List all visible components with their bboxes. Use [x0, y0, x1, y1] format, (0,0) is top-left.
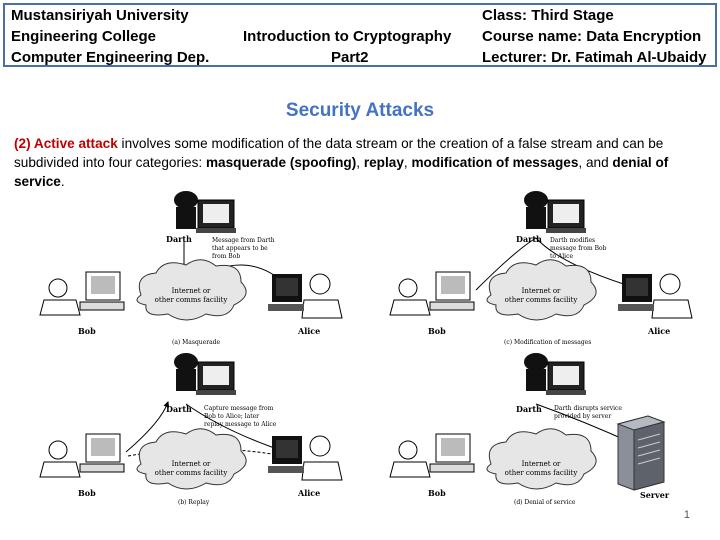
page-number: 1	[683, 509, 690, 521]
network-cloud	[136, 428, 247, 490]
university-name: Mustansiriyah University	[11, 7, 189, 24]
attacker-note: Message from Darth that appears to be fr…	[212, 237, 275, 260]
cloud-label: other comms facility	[505, 296, 578, 304]
para-end: .	[60, 174, 65, 189]
para-sep: ,	[403, 155, 412, 170]
svg-text:Bob to Alice; later: Bob to Alice; later	[204, 413, 259, 420]
para-text: involves some modification of the data s…	[14, 136, 664, 170]
diagram-replay: Darth Capture message from Bob to Alice;…	[36, 352, 346, 514]
cloud-label: Internet or	[172, 287, 211, 295]
server-figure	[616, 415, 666, 491]
server-label: Server	[640, 490, 670, 500]
network-cloud	[136, 259, 247, 321]
cloud-label: Internet or	[522, 460, 561, 468]
bob-figure	[39, 433, 125, 478]
active-attack-paragraph: (2) Active attack involves some modifica…	[14, 134, 708, 191]
diagram-modification: Darth Darth modifies message from Bob to…	[386, 190, 696, 352]
svg-text:replay message to Alice: replay message to Alice	[204, 421, 277, 428]
svg-text:message from Bob: message from Bob	[550, 245, 607, 252]
active-attack-term: (2) Active attack	[14, 136, 118, 151]
course-title: Introduction to Cryptography	[243, 28, 452, 45]
attacker-label: Darth	[166, 404, 192, 414]
attack-arrow	[535, 237, 637, 290]
para-sep: ,	[356, 155, 364, 170]
attacker-figure	[174, 353, 236, 395]
svg-text:Message from Darth: Message from Darth	[212, 237, 275, 244]
attacker-label: Darth	[516, 404, 542, 414]
bob-label: Bob	[78, 326, 96, 336]
attacker-figure	[524, 353, 586, 395]
svg-text:Capture message from: Capture message from	[204, 405, 274, 412]
bob-figure	[389, 433, 475, 478]
term-masquerade: masquerade (spoofing)	[205, 155, 357, 170]
svg-text:that appears to be: that appears to be	[212, 245, 268, 252]
svg-text:Darth disrupts service: Darth disrupts service	[554, 405, 622, 412]
svg-text:Darth modifies: Darth modifies	[550, 237, 595, 244]
diagram-caption: (b) Replay	[178, 499, 210, 506]
alice-label: Alice	[647, 326, 670, 336]
alice-label: Alice	[297, 488, 320, 498]
cloud-label: other comms facility	[155, 469, 228, 477]
alice-label: Alice	[297, 326, 320, 336]
network-cloud	[486, 259, 597, 321]
attacker-note: Capture message from Bob to Alice; later…	[204, 405, 277, 428]
svg-text:provided by server: provided by server	[554, 413, 611, 420]
cloud-label: Internet or	[172, 460, 211, 468]
bob-figure	[39, 271, 125, 316]
attacker-label: Darth	[166, 234, 192, 244]
bob-label: Bob	[428, 326, 446, 336]
slide-header: Mustansiriyah University Engineering Col…	[3, 3, 717, 67]
lecture-part: Part2	[331, 49, 369, 66]
bob-figure	[389, 271, 475, 316]
term-replay: replay	[363, 155, 404, 170]
alice-figure	[268, 273, 343, 319]
class-stage: Class: Third Stage	[482, 7, 614, 24]
attacker-label: Darth	[516, 234, 542, 244]
attacker-note: Darth disrupts service provided by serve…	[554, 405, 622, 420]
alice-figure	[268, 435, 343, 481]
course-name: Course name: Data Encryption	[482, 28, 702, 45]
lecturer-name: Lecturer: Dr. Fatimah Al-Ubaidy	[482, 49, 707, 66]
cloud-label: other comms facility	[505, 469, 578, 477]
diagram-caption: (c) Modification of messages	[504, 339, 591, 346]
college-name: Engineering College	[11, 28, 157, 45]
svg-text:to Alice: to Alice	[550, 253, 573, 260]
diagram-caption: (d) Denial of service	[514, 499, 576, 506]
network-cloud	[486, 428, 597, 490]
para-sep: , and	[578, 155, 613, 170]
department-name: Computer Engineering Dep.	[11, 49, 210, 66]
cloud-label: Internet or	[522, 287, 561, 295]
cloud-label: other comms facility	[155, 296, 228, 304]
attacker-figure	[524, 191, 586, 233]
alice-figure	[618, 273, 693, 319]
svg-text:from Bob: from Bob	[212, 253, 240, 260]
slide-title: Security Attacks	[285, 100, 435, 121]
bob-label: Bob	[428, 488, 446, 498]
capture-arrow	[125, 401, 170, 453]
diagram-denial-of-service: Darth Darth disrupts service provided by…	[386, 352, 696, 514]
diagram-masquerade: Darth Message from Darth that appears to…	[36, 190, 346, 352]
bob-label: Bob	[78, 488, 96, 498]
attacker-figure	[174, 191, 236, 233]
term-denial-of-service: denial of service	[14, 155, 669, 189]
attacker-note: Darth modifies message from Bob to Alice	[550, 237, 607, 260]
term-modification: modification of messages	[411, 155, 579, 170]
diagram-caption: (a) Masquerade	[172, 339, 221, 346]
attack-arrow	[475, 237, 537, 291]
